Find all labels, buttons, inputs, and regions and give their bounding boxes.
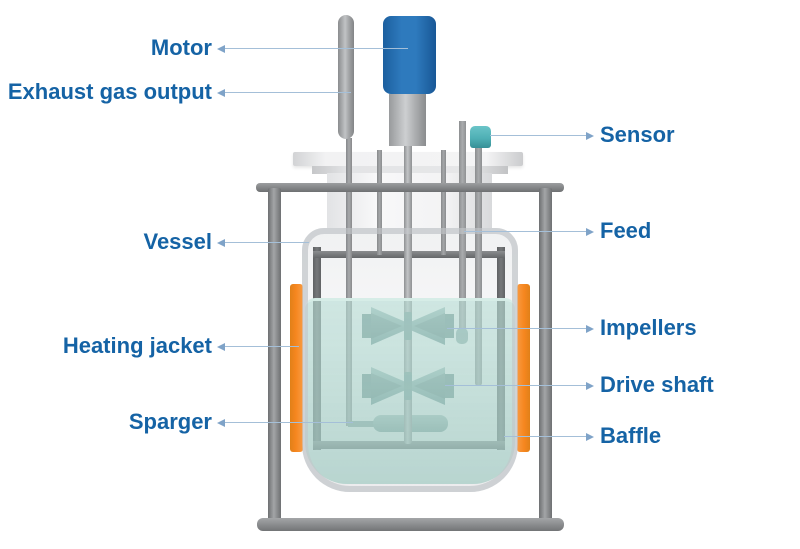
leader-impellers: [447, 328, 586, 329]
baffle-right: [497, 247, 505, 450]
feed-pipe-tip: [456, 328, 468, 344]
label-heating-jacket: Heating jacket: [62, 333, 212, 358]
frame-bottom-bar: [257, 518, 564, 531]
label-motor: Motor: [150, 35, 212, 60]
leader-sensor: [490, 135, 586, 136]
support-rod-right: [441, 150, 446, 255]
baffle-left: [313, 247, 321, 450]
impeller-lower: [362, 367, 454, 405]
label-feed: Feed: [600, 218, 652, 243]
motor-body: [383, 16, 436, 94]
leader-sparger: [225, 422, 353, 423]
support-rod-left: [377, 150, 382, 255]
exhaust-gas-pipe: [338, 15, 354, 139]
label-drive-shaft: Drive shaft: [600, 372, 714, 397]
sensor-head: [470, 126, 491, 148]
arrow-sensor: [586, 132, 594, 140]
leader-motor: [225, 48, 408, 49]
arrow-feed: [586, 228, 594, 236]
arrow-impellers: [586, 325, 594, 333]
label-exhaust: Exhaust gas output: [7, 79, 212, 104]
arrow-baffle: [586, 433, 594, 441]
heating-jacket-left: [290, 284, 303, 452]
arrow-motor: [217, 45, 225, 53]
feed-pipe: [459, 121, 466, 336]
leader-baffle: [504, 436, 586, 437]
frame-post-right: [539, 188, 552, 524]
arrow-vessel: [217, 239, 225, 247]
motor-coupling: [389, 94, 426, 146]
label-sensor: Sensor: [600, 122, 675, 147]
leader-drive-shaft: [445, 385, 586, 386]
sparger-gas-pipe: [346, 138, 352, 426]
leader-exhaust: [225, 92, 351, 93]
label-baffle: Baffle: [600, 423, 662, 448]
arrow-exhaust: [217, 89, 225, 97]
label-sparger: Sparger: [128, 409, 212, 434]
impeller-upper: [362, 307, 454, 345]
sensor-probe: [475, 147, 482, 386]
arrow-heating-jacket: [217, 343, 225, 351]
frame-post-left: [268, 188, 281, 524]
arrow-sparger: [217, 419, 225, 427]
heating-jacket-right: [517, 284, 530, 452]
frame-top-bar: [256, 183, 564, 192]
drive-shaft-rod: [404, 146, 412, 444]
leader-vessel: [225, 242, 309, 243]
label-impellers: Impellers: [600, 315, 697, 340]
label-vessel: Vessel: [143, 229, 212, 254]
arrow-drive-shaft: [586, 382, 594, 390]
leader-feed: [464, 231, 586, 232]
leader-heating-jacket: [225, 346, 299, 347]
